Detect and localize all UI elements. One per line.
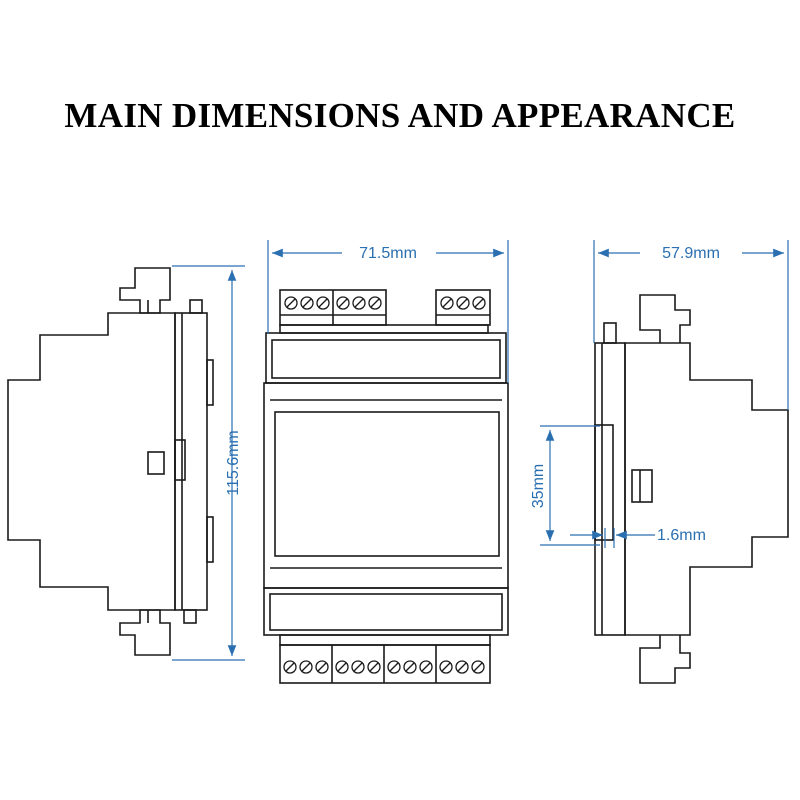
front-window	[274, 411, 500, 557]
main-housing	[263, 382, 509, 589]
left-side-view	[7, 267, 214, 656]
lower-cover	[263, 587, 509, 636]
rail-height-dimension	[540, 425, 600, 546]
height-dimension	[172, 265, 245, 661]
front-view	[263, 289, 509, 684]
rail-thickness-label: 1.6mm	[657, 527, 706, 544]
depth-dimension	[593, 240, 789, 410]
height-label: 115.6mm	[225, 430, 242, 496]
width-dimension	[267, 240, 509, 383]
right-side-view	[594, 294, 789, 684]
rail-thickness-dimension	[570, 528, 655, 548]
depth-label: 57.9mm	[662, 245, 720, 262]
top-screws	[284, 296, 486, 310]
bottom-terminal-block	[279, 644, 491, 684]
page-title: MAIN DIMENSIONS AND APPEARANCE	[64, 96, 736, 135]
width-label: 71.5mm	[359, 245, 417, 262]
bottom-screws	[283, 660, 485, 674]
rail-height-label: 35mm	[530, 464, 547, 508]
